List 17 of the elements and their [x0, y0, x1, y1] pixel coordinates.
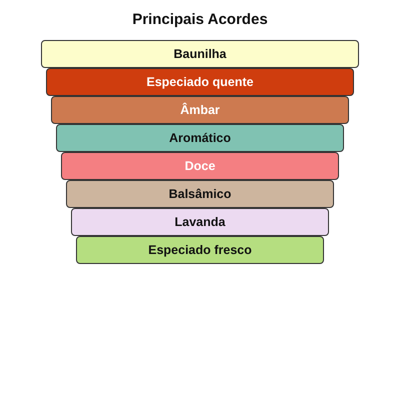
funnel-bar [66, 180, 334, 208]
funnel-bar [76, 236, 324, 264]
bar-label: Especiado fresco [148, 244, 252, 256]
chart-title: Principais Acordes [132, 10, 268, 30]
funnel-bar [56, 124, 344, 152]
funnel-bar [61, 152, 339, 180]
bar-label: Aromático [169, 132, 231, 144]
funnel-bar [51, 96, 349, 124]
funnel-bar [46, 68, 354, 96]
funnel-bar [71, 208, 329, 236]
bar-label: Doce [184, 160, 216, 172]
bar-label: Especiado quente [146, 76, 254, 88]
bar-label: Baunilha [174, 48, 226, 60]
bar-label: Balsâmico [168, 188, 232, 200]
funnel-bar [41, 40, 359, 68]
bar-label: Lavanda [174, 216, 226, 228]
bar-label: Âmbar [180, 104, 220, 116]
